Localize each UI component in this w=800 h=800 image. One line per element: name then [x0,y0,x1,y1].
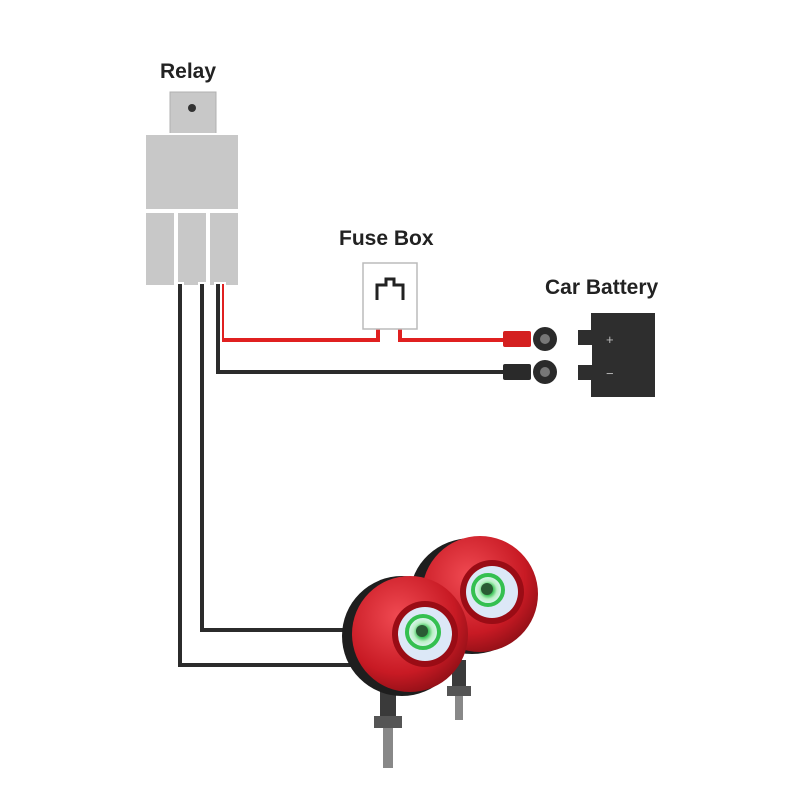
fuse-box-icon [362,262,418,330]
fuse-box-label: Fuse Box [339,227,434,250]
car-battery-label: Car Battery [545,276,659,299]
relay-body [144,133,240,211]
relay-icon [144,91,240,287]
battery-positive-symbol: + [606,332,614,347]
relay-mount-tab [169,91,217,135]
black-terminal-connector [503,364,531,380]
relay-pin-2 [176,211,208,287]
red-terminal-connector [503,331,531,347]
wires [176,282,509,669]
relay-pin-1 [144,211,176,287]
car-battery-icon: + − [578,313,655,397]
fuse-box-body [362,262,418,330]
wire-red-positive [218,282,382,344]
battery-body [591,313,655,397]
wire-black-negative [214,282,509,376]
relay-mount-hole [188,104,196,112]
fuse-element [375,277,405,300]
fog-lamp-front [342,576,468,768]
relay-label: Relay [160,60,217,83]
relay-pin-3 [208,211,240,287]
fog-lamp-icon [342,536,538,768]
terminal-connectors [503,327,557,384]
battery-negative-symbol: − [606,366,614,381]
